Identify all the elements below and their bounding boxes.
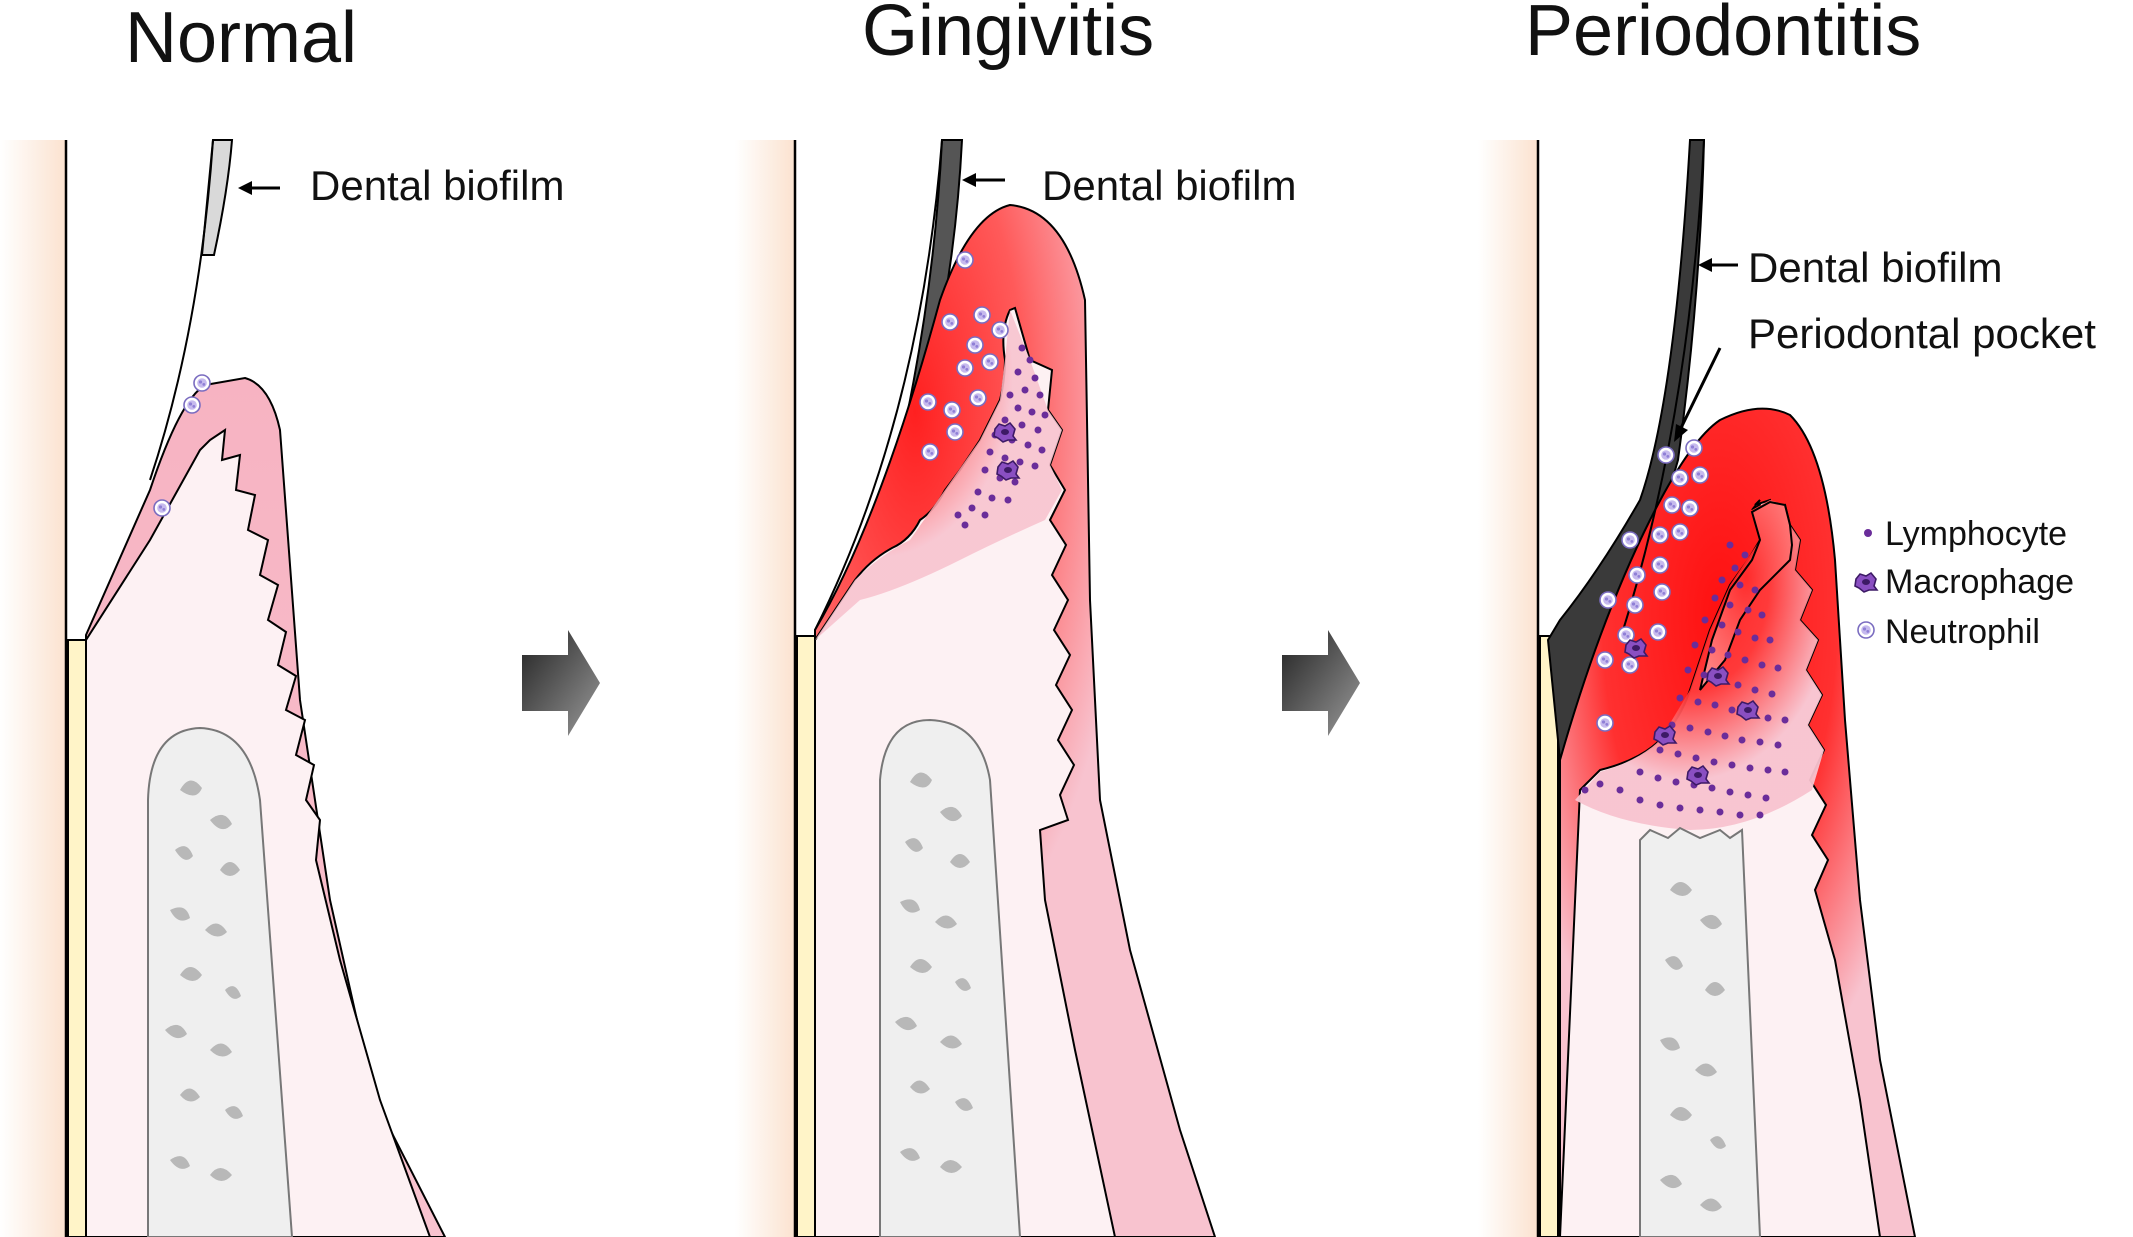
macrophage-cell-icon bbox=[1854, 572, 1878, 593]
tooth-root bbox=[1478, 140, 1538, 1237]
alveolar-bone bbox=[1639, 826, 1762, 1237]
legend-item-lymphocyte: Lymphocyte bbox=[1864, 515, 2067, 553]
progression-arrow-1 bbox=[522, 630, 600, 736]
cementum bbox=[796, 635, 816, 1237]
lymphocyte-dot-icon bbox=[1864, 529, 1872, 537]
legend-item-macrophage: Macrophage bbox=[1854, 563, 2074, 601]
legend-item-neutrophil: Neutrophil bbox=[1857, 613, 2040, 651]
legend-label-neutrophil: Neutrophil bbox=[1885, 613, 2040, 651]
progression-arrow-2 bbox=[1282, 630, 1360, 736]
tooth-root bbox=[735, 140, 795, 1237]
legend-label-macrophage: Macrophage bbox=[1885, 563, 2074, 601]
legend: Lymphocyte Macrophage Neutrophil bbox=[1854, 515, 2074, 651]
legend-label-lymphocyte: Lymphocyte bbox=[1885, 515, 2067, 553]
stage-title-gingivitis: Gingivitis bbox=[862, 0, 1154, 71]
dental-biofilm bbox=[200, 139, 234, 256]
lymphocyte-cluster bbox=[954, 344, 1049, 529]
cementum bbox=[1539, 635, 1559, 1237]
neutrophil-cell-icon bbox=[1857, 621, 1875, 639]
biofilm-label-gingivitis: Dental biofilm bbox=[1042, 162, 1296, 209]
cementum bbox=[67, 639, 87, 1237]
tooth-root bbox=[0, 140, 66, 1237]
lymphocyte-cluster bbox=[1581, 541, 1789, 819]
stage-title-normal: Normal bbox=[125, 0, 357, 78]
biofilm-label-periodontitis: Dental biofilm bbox=[1748, 244, 2002, 291]
stage-normal: Normal Dental biofilm bbox=[0, 0, 564, 1237]
stage-gingivitis: Gingivitis bbox=[735, 0, 1296, 1237]
pocket-label: Periodontal pocket bbox=[1748, 310, 2096, 357]
biofilm-label-normal: Dental biofilm bbox=[310, 162, 564, 209]
stage-title-periodontitis: Periodontitis bbox=[1525, 0, 1921, 71]
stage-periodontitis: Periodontitis bbox=[1478, 0, 2096, 1237]
